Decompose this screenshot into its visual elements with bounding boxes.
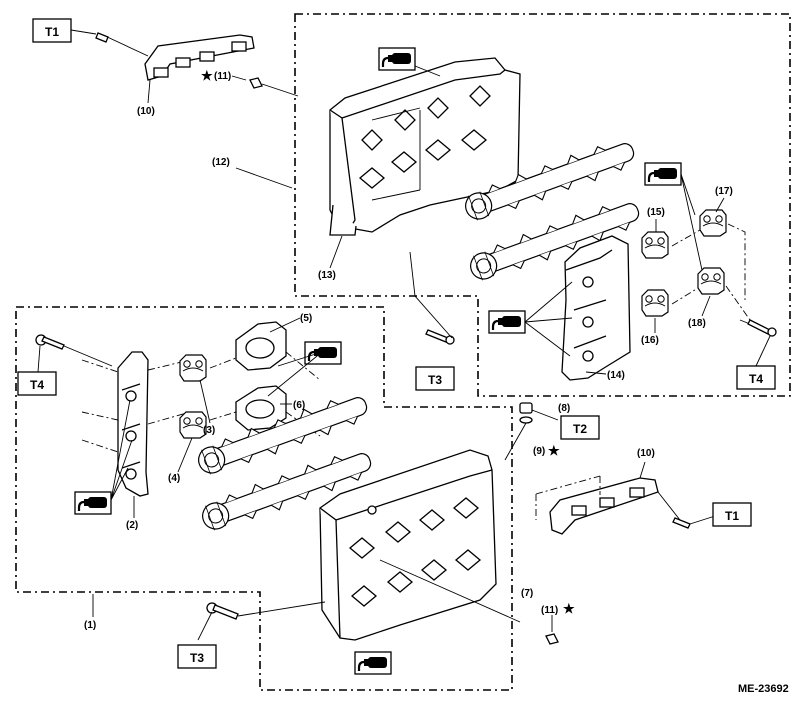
torque-label: T3 (190, 651, 204, 665)
sealant-tube-icon (377, 46, 417, 72)
replace-star: ★ (548, 443, 560, 458)
bolt-icon (409, 251, 455, 345)
sealant-tube-icon (353, 650, 393, 676)
bolt-icon (95, 32, 109, 43)
sealant-tube-icon (487, 309, 527, 335)
callout-2: (2) (126, 520, 138, 531)
callout-4: (4) (168, 473, 180, 484)
upper-group-boundary (294, 13, 791, 397)
bolt-icon (35, 334, 113, 367)
callout-7: (7) (521, 588, 533, 599)
callout-11: (11) (214, 71, 231, 82)
torque-label: T4 (30, 378, 44, 392)
dowel-pin-icon (545, 615, 559, 645)
callout-3: (3) (203, 425, 215, 436)
callout-15: (15) (647, 207, 665, 218)
camshaft-carrier-upper-icon (561, 235, 631, 381)
callout-12: (12) (212, 157, 230, 168)
torque-t1-box (32, 18, 72, 43)
lower-group-boundary (15, 306, 513, 691)
torque-label: T2 (573, 422, 587, 436)
bolt-icon (197, 601, 326, 641)
torque-label: T1 (45, 25, 59, 39)
callout-11: (11) (541, 605, 558, 616)
callout-16: (16) (641, 335, 659, 346)
callout-10: (10) (637, 448, 655, 459)
oil-seal-icon (209, 321, 321, 437)
bracket-lower (535, 461, 681, 535)
sealant-tube-icon (73, 490, 113, 516)
callout-6: (6) (293, 400, 305, 411)
replace-star: ★ (201, 68, 213, 83)
cylinder-head-lower-icon (319, 449, 521, 641)
callout-14: (14) (607, 370, 625, 381)
torque-t2-box (560, 415, 600, 440)
torque-label: T3 (428, 373, 442, 387)
camshaft-carrier-lower-icon (81, 351, 191, 497)
camshaft-cap-icon (641, 209, 761, 329)
bolt-icon (747, 319, 777, 337)
torque-t3-box (177, 644, 217, 669)
gasket-icon (519, 416, 533, 424)
torque-label: T1 (725, 509, 739, 523)
callout-5: (5) (300, 313, 312, 324)
torque-t4-box (17, 371, 57, 396)
callout-17: (17) (715, 186, 733, 197)
plug-icon (519, 402, 533, 414)
callout-18: (18) (688, 318, 706, 329)
bolt-icon (672, 515, 716, 529)
callout-8: (8) (558, 403, 570, 414)
callout-1: (1) (84, 620, 96, 631)
bracket-upper (102, 34, 255, 81)
callout-13: (13) (318, 270, 336, 281)
torque-t3-box (415, 366, 455, 391)
torque-t1-box (712, 502, 752, 527)
callout-10: (10) (137, 106, 155, 117)
cylinder-head-upper-icon (329, 57, 521, 236)
callout-9: (9) (533, 446, 545, 457)
sealant-tube-icon (303, 340, 343, 366)
sealant-tube-icon (643, 161, 683, 187)
figure-code: ME-23692 (738, 683, 789, 695)
torque-label: T4 (749, 372, 763, 386)
replace-star: ★ (563, 601, 575, 616)
dowel-pin-icon (231, 75, 299, 97)
